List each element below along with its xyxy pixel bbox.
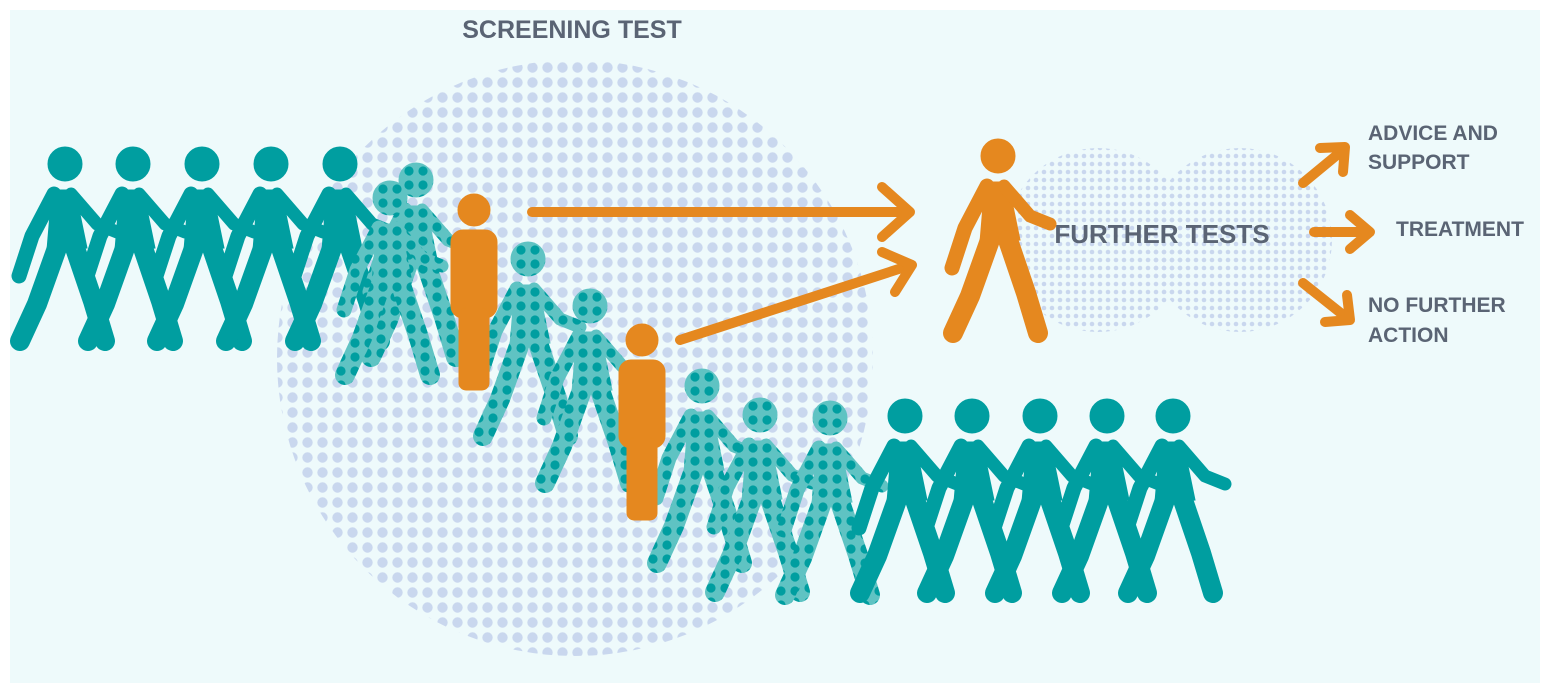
further-tests-label: FURTHER TESTS [1054,219,1269,249]
outcome-advice-line1: ADVICE AND [1368,122,1498,145]
arrow-to-advice [1298,142,1350,188]
further-tests-circle-right [1148,148,1332,332]
arrow-to-treatment [1309,210,1375,254]
outcome-advice-line2: SUPPORT [1368,151,1470,174]
outcome-treatment: TREATMENT [1396,218,1524,241]
outcome-no-further-line2: ACTION [1368,324,1449,347]
screening-test-label: SCREENING TEST [462,16,681,44]
further-tests-circle-left [1006,148,1190,332]
arrow-to-further-tests-bottom [675,247,917,345]
arrow-to-further-tests-top [527,182,915,242]
outcome-no-further-line1: NO FURTHER [1368,294,1506,317]
arrow-to-no-further-action [1298,278,1355,327]
